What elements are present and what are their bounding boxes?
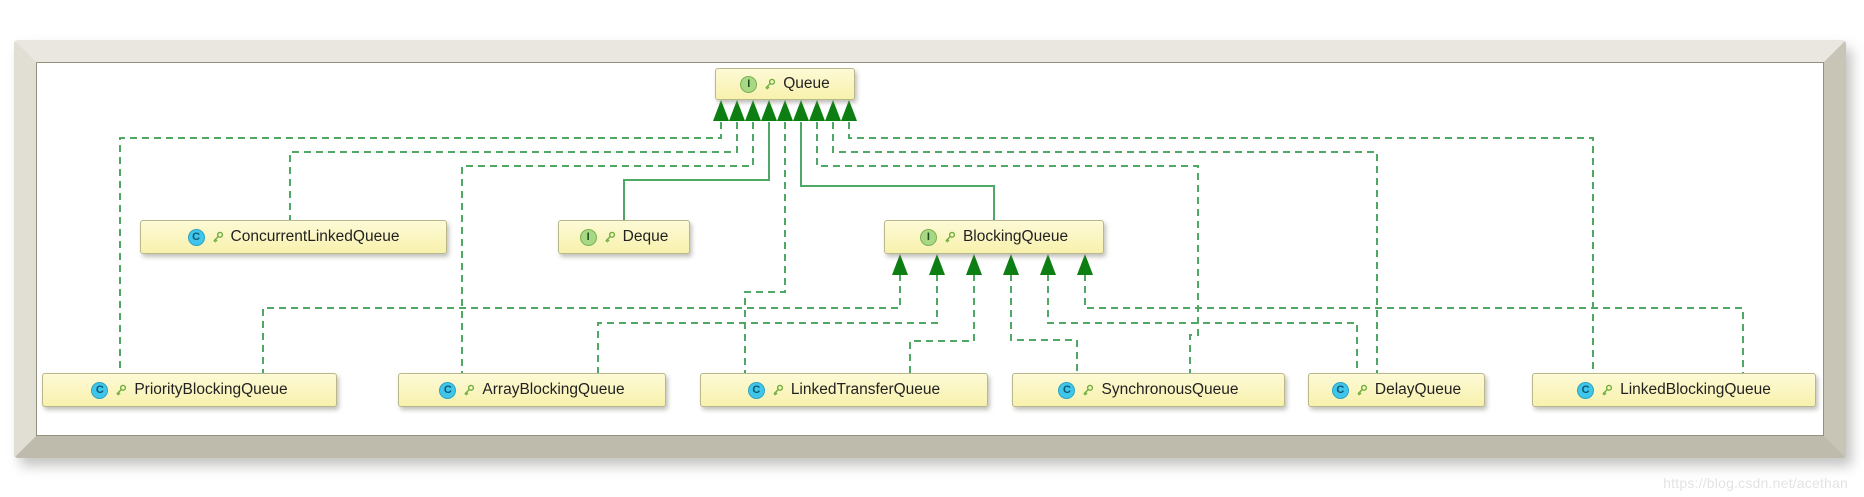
class-icon: C — [187, 228, 205, 246]
edge-array-blocking-queue-to-blocking-queue — [597, 274, 938, 373]
arrowhead-linked-blocking-queue-to-queue — [841, 100, 857, 121]
node-label: Deque — [622, 228, 669, 245]
class-icon: C — [91, 381, 109, 399]
key-icon — [1357, 384, 1368, 396]
arrowhead-linked-blocking-queue-to-blocking-queue — [1077, 254, 1093, 275]
key-icon — [213, 231, 223, 243]
arrowhead-synchronous-queue-to-queue — [809, 100, 825, 121]
arrowhead-priority-blocking-queue-to-blocking-queue — [892, 254, 908, 275]
arrowhead-delay-queue-to-blocking-queue — [1040, 254, 1056, 275]
arrowhead-concurrent-linked-queue-to-queue — [729, 100, 745, 121]
key-icon — [464, 384, 475, 396]
edge-deque-to-queue — [623, 122, 770, 220]
interface-icon: I — [919, 228, 937, 246]
node-label: LinkedTransferQueue — [790, 381, 941, 398]
key-icon — [1602, 384, 1613, 396]
uml-node-delay-queue[interactable]: C DelayQueue — [1308, 373, 1485, 407]
uml-node-linked-transfer-queue[interactable]: C LinkedTransferQueue — [700, 373, 988, 407]
arrowhead-array-blocking-queue-to-queue — [745, 100, 761, 121]
key-icon — [773, 384, 783, 396]
interface-icon: I — [740, 75, 758, 93]
class-icon: C — [1058, 381, 1076, 399]
key-icon — [765, 78, 776, 90]
arrowhead-delay-queue-to-queue — [825, 100, 841, 121]
node-label: DelayQueue — [1374, 381, 1462, 398]
class-icon: C — [1577, 381, 1595, 399]
arrowhead-blocking-queue-to-queue — [793, 100, 809, 121]
edge-priority-blocking-queue-to-blocking-queue — [262, 274, 901, 373]
interface-icon: I — [579, 228, 597, 246]
type-icon-letter: C — [192, 231, 201, 243]
type-icon-letter: C — [1063, 384, 1071, 396]
type-icon-letter: C — [752, 384, 761, 396]
type-icon-letter: C — [95, 384, 104, 396]
edge-concurrent-linked-queue-to-queue — [289, 122, 738, 220]
class-icon: C — [747, 381, 765, 399]
type-icon-letter: I — [926, 231, 930, 243]
type-icon-letter: C — [1336, 384, 1345, 396]
node-label: SynchronousQueue — [1101, 381, 1239, 398]
uml-node-array-blocking-queue[interactable]: C ArrayBlockingQueue — [398, 373, 666, 407]
uml-node-blocking-queue[interactable]: I BlockingQueue — [884, 220, 1104, 254]
edge-synchronous-queue-to-blocking-queue — [1010, 274, 1078, 373]
uml-node-deque[interactable]: I Deque — [558, 220, 690, 254]
edge-delay-queue-to-blocking-queue — [1047, 274, 1358, 373]
class-icon: C — [1331, 381, 1349, 399]
node-label: PriorityBlockingQueue — [134, 381, 288, 398]
type-icon-letter: I — [586, 231, 590, 243]
uml-node-queue[interactable]: I Queue — [715, 68, 855, 100]
edge-blocking-queue-to-queue — [800, 122, 995, 220]
arrowhead-array-blocking-queue-to-blocking-queue — [929, 254, 945, 275]
edge-linked-blocking-queue-to-queue — [848, 122, 1594, 373]
node-label: Queue — [783, 75, 830, 92]
arrowhead-deque-to-queue — [761, 100, 777, 121]
key-icon — [1083, 384, 1094, 396]
edge-linked-blocking-queue-to-blocking-queue — [1084, 274, 1744, 373]
class-icon: C — [439, 381, 457, 399]
node-label: BlockingQueue — [962, 228, 1069, 245]
edge-synchronous-queue-to-queue — [816, 122, 1199, 373]
edge-array-blocking-queue-to-queue — [461, 122, 754, 373]
edge-linked-transfer-queue-to-queue — [744, 122, 786, 373]
arrowhead-priority-blocking-queue-to-queue — [713, 100, 729, 121]
node-label: LinkedBlockingQueue — [1620, 381, 1771, 398]
type-icon-letter: C — [443, 384, 452, 396]
arrowhead-synchronous-queue-to-blocking-queue — [1003, 254, 1019, 275]
edge-priority-blocking-queue-to-queue — [119, 122, 722, 373]
node-label: ArrayBlockingQueue — [482, 381, 625, 398]
key-icon — [945, 231, 956, 243]
type-icon-letter: I — [747, 78, 751, 90]
edge-delay-queue-to-queue — [832, 122, 1378, 373]
key-icon — [116, 384, 127, 396]
watermark: https://blog.csdn.net/acethan — [1663, 475, 1848, 491]
node-label: ConcurrentLinkedQueue — [230, 228, 400, 245]
arrowhead-linked-transfer-queue-to-queue — [777, 100, 793, 121]
key-icon — [605, 231, 615, 243]
arrowhead-linked-transfer-queue-to-blocking-queue — [966, 254, 982, 275]
uml-node-linked-blocking-queue[interactable]: C LinkedBlockingQueue — [1532, 373, 1816, 407]
uml-node-priority-blocking-queue[interactable]: C PriorityBlockingQueue — [42, 373, 337, 407]
uml-node-synchronous-queue[interactable]: C SynchronousQueue — [1012, 373, 1285, 407]
type-icon-letter: C — [1581, 384, 1590, 396]
edge-linked-transfer-queue-to-blocking-queue — [909, 274, 975, 373]
uml-node-concurrent-linked-queue[interactable]: C ConcurrentLinkedQueue — [140, 220, 447, 254]
